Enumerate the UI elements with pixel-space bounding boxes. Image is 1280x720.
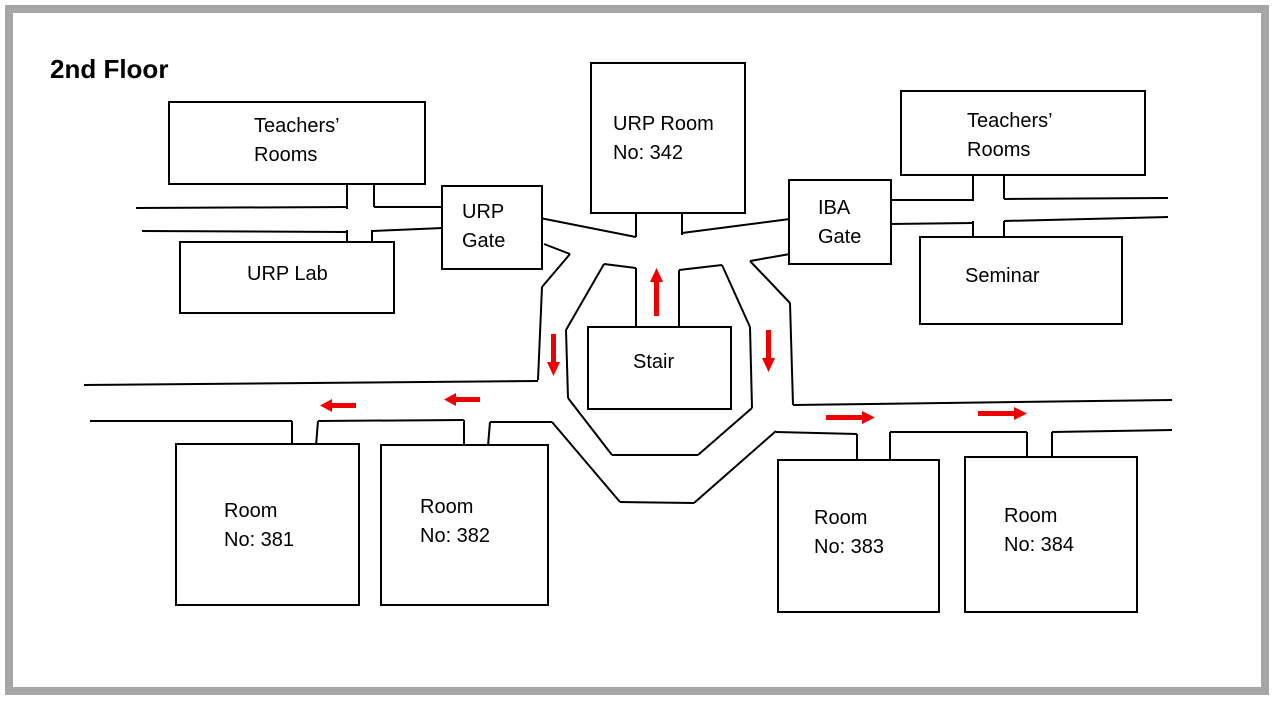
room-381-label: Room No: 381 xyxy=(224,500,295,551)
arrow-left-icon xyxy=(444,393,480,406)
direction-arrows xyxy=(320,268,1027,424)
arrow-left-icon xyxy=(320,399,356,412)
urp-room-label: URP Room No: 342 xyxy=(613,113,714,164)
room-383-box xyxy=(777,459,940,613)
room-384-label: Room No: 384 xyxy=(1004,505,1075,556)
teachers-rooms-left-box xyxy=(168,101,426,185)
urp-gate-label: URP Gate xyxy=(462,201,506,252)
urp-room-box xyxy=(590,62,746,214)
teachers-rooms-right-box xyxy=(900,90,1146,176)
iba-gate-box xyxy=(788,179,892,265)
stair-box xyxy=(587,326,732,410)
arrow-down-icon xyxy=(762,330,775,372)
stair-label: Stair xyxy=(633,351,675,373)
arrow-down-icon xyxy=(547,334,560,376)
floor-title: 2nd Floor xyxy=(50,54,169,84)
teachers-rooms-right-label: Teachers’ Rooms xyxy=(967,110,1053,161)
arrow-right-icon xyxy=(978,407,1027,420)
urp-gate-box xyxy=(441,185,543,270)
arrow-up-icon xyxy=(650,268,663,316)
room-382-label: Room No: 382 xyxy=(420,496,491,547)
teachers-rooms-left-label: Teachers’ Rooms xyxy=(254,115,340,166)
seminar-label: Seminar xyxy=(965,265,1040,287)
urp-lab-label: URP Lab xyxy=(247,263,328,285)
room-383-label: Room No: 383 xyxy=(814,507,885,558)
seminar-box xyxy=(919,236,1123,325)
urp-lab-box xyxy=(179,241,395,314)
room-384-box xyxy=(964,456,1138,613)
arrow-right-icon xyxy=(826,411,875,424)
room-382-box xyxy=(380,444,549,606)
iba-gate-label: IBA Gate xyxy=(818,197,862,248)
room-381-box xyxy=(175,443,360,606)
